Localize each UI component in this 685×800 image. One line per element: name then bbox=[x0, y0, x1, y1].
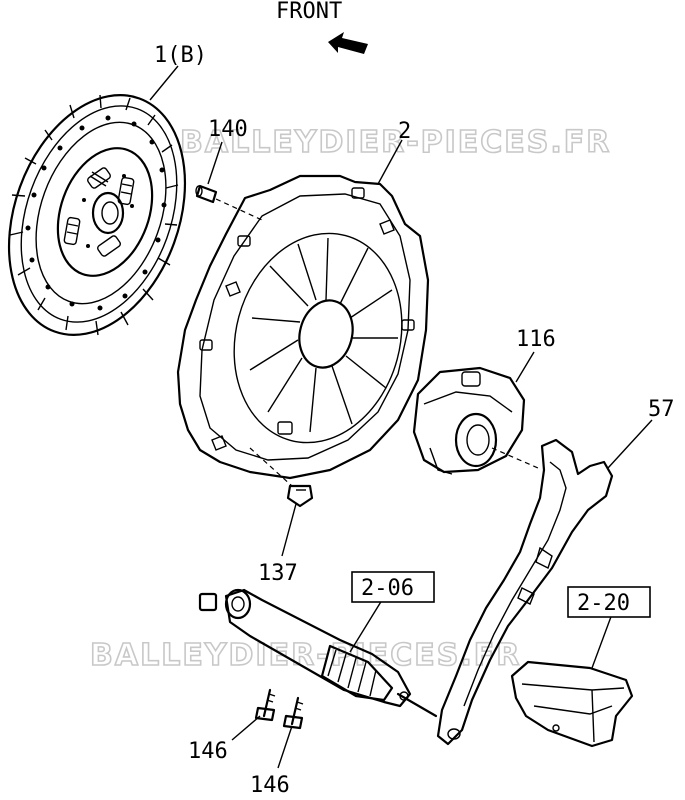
release-fork bbox=[436, 438, 614, 746]
bolt-146-b bbox=[282, 696, 304, 730]
label-clutch-disc: 1(B) bbox=[154, 43, 207, 68]
label-pin: 140 bbox=[208, 117, 248, 142]
pressure-plate bbox=[176, 174, 430, 480]
label-release-bearing: 116 bbox=[516, 327, 556, 352]
front-arrow-icon bbox=[328, 32, 368, 54]
label-slave-cylinder-ref: 2-06 bbox=[361, 576, 414, 601]
bolt-146-a bbox=[254, 688, 276, 722]
front-label: FRONT bbox=[276, 0, 342, 24]
release-bearing bbox=[412, 366, 539, 475]
label-bolt-146-b: 146 bbox=[250, 773, 290, 798]
clutch-disc bbox=[7, 94, 187, 336]
leader-lines bbox=[149, 65, 653, 769]
dowel-pin bbox=[195, 184, 263, 221]
label-release-fork: 57 bbox=[648, 397, 675, 422]
slave-cylinder bbox=[198, 588, 438, 718]
bracket bbox=[510, 660, 634, 748]
box-slave-cylinder-ref bbox=[351, 571, 435, 603]
box-bracket-ref bbox=[567, 586, 651, 618]
label-bracket-ref: 2-20 bbox=[577, 591, 630, 616]
label-bolt-137: 137 bbox=[258, 561, 298, 586]
label-pressure-plate: 2 bbox=[398, 119, 411, 144]
label-bolt-146-a: 146 bbox=[188, 739, 228, 764]
bolt-137 bbox=[249, 447, 314, 508]
